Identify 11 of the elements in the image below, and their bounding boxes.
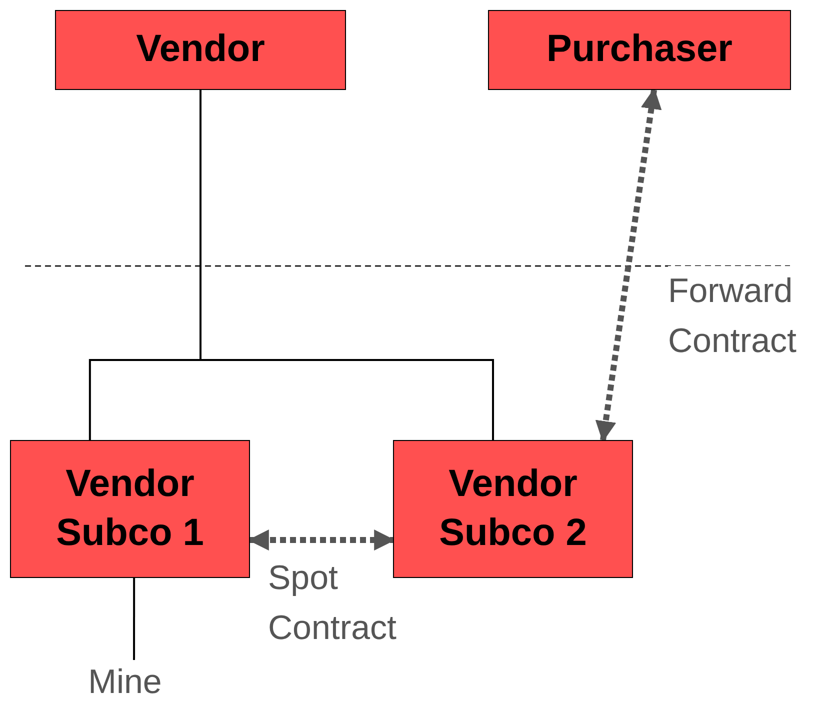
entity-name: Vendor Subco 1 — [55, 462, 205, 556]
double-arrow — [595, 88, 662, 442]
entity-box — [488, 10, 791, 90]
entity-box — [393, 440, 633, 578]
connector-line — [133, 578, 136, 660]
entity-name: Purchaser — [546, 27, 732, 72]
entity-name: Vendor Subco 2 — [438, 462, 588, 556]
entity-box — [10, 440, 250, 578]
entity-box — [55, 10, 346, 90]
node-label: Mine — [88, 662, 162, 702]
entity-name: Vendor — [136, 27, 265, 72]
